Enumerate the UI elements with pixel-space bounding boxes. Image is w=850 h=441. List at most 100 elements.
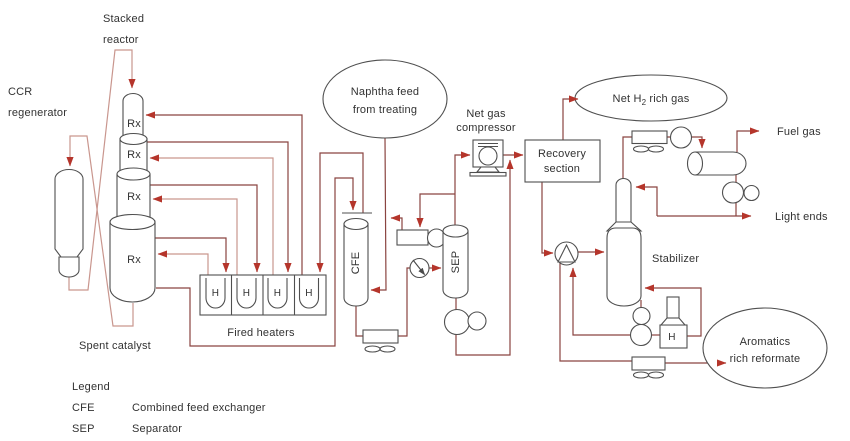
line-reboiler-return: [644, 284, 702, 337]
line-fuel-gas: [736, 127, 760, 152]
line-recovery-to-pump: [541, 182, 554, 257]
legend-desc: Combined feed exchanger: [132, 402, 266, 414]
line-recovery-to-h2-oval: [562, 98, 571, 140]
compressor-base: [469, 171, 507, 177]
reboiler-flare: [659, 317, 687, 326]
reactor-rx4-rim: [109, 213, 156, 231]
sep-rim: [442, 224, 469, 238]
fan-icon: [364, 345, 381, 353]
stabilizer-label: Stabilizer: [652, 253, 699, 265]
stacked-reactor-label: Stacked: [103, 13, 144, 25]
rx1-tag: Rx: [127, 118, 141, 130]
reactor-rx3-rim: [116, 167, 151, 181]
ccr-regenerator-lower-drum: [58, 256, 80, 278]
legend-abbr: SEP: [72, 423, 95, 435]
line-reflux: [635, 183, 658, 216]
legend-abbr: CFE: [72, 402, 95, 414]
line-rx4-effluent-to-cfe: [156, 177, 357, 347]
fan-icon: [379, 345, 396, 353]
stab-air-cooler: [631, 356, 666, 371]
compressor-wheel: [478, 146, 498, 166]
fan-icon: [647, 145, 665, 153]
recovery-section-label: Recovery: [538, 148, 586, 160]
fuel-gas-label: Fuel gas: [777, 126, 821, 138]
stacked-reactor-label: reactor: [103, 34, 139, 46]
naphtha-oval-label: from treating: [353, 104, 417, 116]
naphtha-oval-label: Naphtha feed: [351, 86, 419, 98]
cfe-tag: CFE: [350, 252, 362, 275]
pump-circle: [554, 241, 579, 266]
light-ends-label: Light ends: [775, 211, 828, 223]
line-regenerated-catalyst-to-reactor: [68, 49, 136, 291]
heater-tube-1: [205, 278, 226, 309]
stabilizer-neck: [615, 178, 632, 225]
diagram-labels: Stacked reactor CCR regenerator Spent ca…: [8, 13, 828, 435]
line-cfe-bottoms-to-cooler: [355, 306, 363, 337]
legend-title: Legend: [72, 381, 110, 393]
net-h2-text: Net H: [613, 93, 642, 105]
rx4-tag: Rx: [127, 254, 141, 266]
aromatics-oval: [702, 307, 828, 389]
cfe-air-cooler: [362, 329, 399, 344]
reboiler-chimney: [666, 296, 680, 319]
reboiler-tag: H: [668, 332, 675, 343]
line-exchanger-to-pump: [569, 267, 630, 336]
aromatics-oval-label: rich reformate: [730, 353, 801, 365]
line-recycle-branch: [416, 193, 455, 228]
heater-tube-2: [236, 278, 257, 309]
line-cfe-to-heater4: [316, 152, 364, 273]
reflux-pump-2: [743, 184, 760, 202]
reflux-drum-rim: [686, 151, 704, 176]
catalyst-lines: [66, 49, 274, 327]
line-heater3-to-rx2: [149, 154, 274, 275]
naphtha-feed-oval: [322, 59, 448, 139]
stabilizer-body: [606, 227, 642, 307]
legend-desc: Separator: [132, 423, 182, 435]
line-naphtha-feed: [370, 137, 387, 294]
line-spent-catalyst-to-regenerator: [66, 135, 134, 327]
rx3-tag: Rx: [127, 191, 141, 203]
sep-bottoms-cooler-2: [467, 311, 487, 331]
overlay-arrows: [568, 95, 727, 367]
reflux-drum: [694, 151, 747, 176]
fan-icon: [632, 371, 650, 379]
line-rx3-to-heater1: [152, 237, 230, 273]
fired-heaters-label: Fired heaters: [227, 327, 295, 339]
rx2-tag: Rx: [127, 149, 141, 161]
aromatics-oval-label: Aromatics: [740, 336, 791, 348]
line-sep-gas-to-compressor: [454, 151, 471, 226]
sep-vessel: [442, 230, 469, 299]
cfe-vessel: [343, 223, 369, 307]
compressor-stand: [475, 166, 501, 173]
reflux-pump-1: [721, 181, 745, 204]
stab-exchanger-1: [632, 306, 651, 326]
net-h2-text: rich gas: [649, 93, 689, 105]
reactor-rx1: [122, 92, 144, 141]
line-bottoms-to-aircooler: [559, 253, 632, 362]
sep-bottoms-cooler-1: [443, 308, 471, 336]
heater1-tag: H: [212, 288, 219, 299]
heater-tube-4: [298, 278, 320, 309]
heater3-tag: H: [274, 288, 281, 299]
ccr-regenerator-label: regenerator: [8, 107, 67, 119]
net-gas-compressor-label: compressor: [456, 122, 516, 134]
line-heater2-to-rx3: [152, 195, 238, 275]
cfe-rim: [343, 217, 369, 231]
recycle-exchanger: [396, 229, 429, 246]
heater-tube-3: [267, 278, 288, 309]
ccr-regenerator-label: CCR: [8, 86, 32, 98]
sep-tag: SEP: [450, 251, 462, 274]
line-heater4-to-rx1: [145, 111, 303, 275]
reactor-rx4: [109, 221, 156, 303]
net-gas-compressor-label: Net gas: [466, 108, 506, 120]
trim-cooler-circle: [669, 126, 693, 149]
net-h2-subscript: 2: [642, 98, 647, 107]
process-lines: [145, 98, 760, 364]
recovery-section-label: section: [544, 163, 580, 175]
heater2-tag: H: [243, 288, 250, 299]
stab-exchanger-2: [629, 323, 653, 347]
equipment-shapes: [54, 59, 828, 389]
pump-triangle-icon: [557, 243, 576, 263]
